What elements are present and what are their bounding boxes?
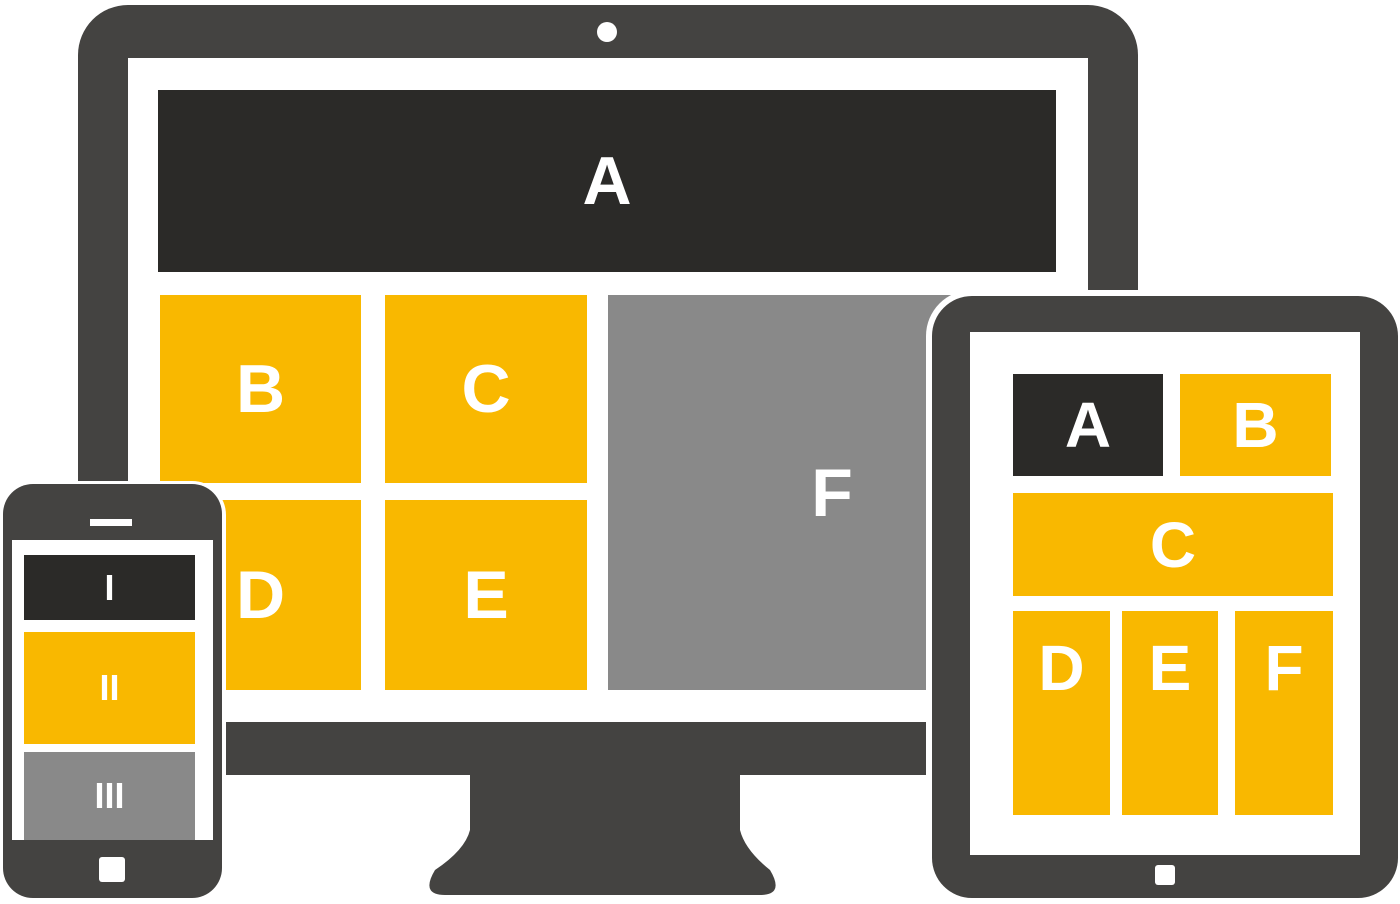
- block-label: F: [1264, 632, 1304, 704]
- block-label: B: [235, 351, 286, 427]
- block-label: II: [99, 667, 120, 708]
- desktop-block-a: A: [158, 90, 1056, 272]
- block-label: D: [235, 557, 286, 633]
- tablet-block-c: C: [1013, 493, 1333, 596]
- tablet-block-d: D: [1013, 611, 1110, 815]
- block-label: III: [94, 775, 125, 816]
- desktop-block-e: E: [385, 500, 587, 690]
- block-label: C: [461, 351, 511, 427]
- block-label: C: [1149, 508, 1197, 581]
- speaker-icon: [90, 519, 132, 526]
- phone-block-iii: III: [24, 752, 195, 840]
- tablet-block-f: F: [1235, 611, 1333, 815]
- phone-block-i: I: [24, 555, 195, 620]
- home-button-icon: [1155, 865, 1175, 885]
- camera-icon: [597, 22, 617, 42]
- desktop-block-b: B: [160, 295, 361, 483]
- phone-block-ii: II: [24, 632, 195, 744]
- home-button-icon: [99, 857, 125, 882]
- desktop-block-c: C: [385, 295, 587, 483]
- block-label: E: [463, 557, 509, 633]
- block-label: A: [582, 143, 632, 219]
- block-label: D: [1038, 632, 1085, 704]
- block-label: A: [1064, 389, 1112, 461]
- tablet-block-b: B: [1180, 374, 1331, 476]
- block-label: B: [1232, 389, 1279, 461]
- block-label: F: [811, 454, 853, 531]
- block-label: I: [104, 566, 115, 608]
- tablet-block-a: A: [1013, 374, 1163, 476]
- tablet-block-e: E: [1122, 611, 1218, 815]
- block-label: E: [1148, 632, 1192, 704]
